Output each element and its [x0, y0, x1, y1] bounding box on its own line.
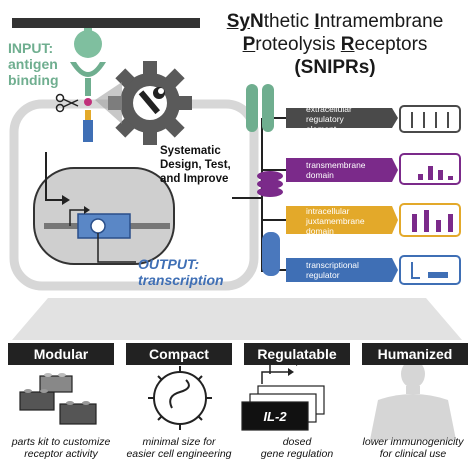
ribbon-transmembrane: [286, 158, 398, 182]
feature-humanized-caption-2: for clinical use: [379, 448, 447, 460]
input-label: INPUT: antigen binding: [8, 40, 59, 88]
feature-compact-caption-1: minimal size for: [142, 436, 216, 448]
mini-plot-transmembrane: [399, 153, 461, 185]
title-line1-part-4: ntramembrane: [319, 11, 444, 32]
feature-compact-caption-2: easier cell engineering: [126, 448, 232, 460]
membrane-top-bar: [12, 18, 200, 28]
design-line-3: and Improve: [160, 173, 229, 185]
feature-regulatable-caption-2: gene regulation: [260, 448, 334, 460]
domain-transmembrane-line-2: domain: [306, 170, 334, 180]
output-label: OUTPUT: transcription: [138, 256, 224, 288]
feature-humanized-label: Humanized: [362, 343, 468, 365]
feature-humanized-caption: lower immunogenicity for clinical use: [354, 436, 472, 460]
feature-compact-label: Compact: [126, 343, 232, 365]
title: SyNthetic Intramembrane Proteolysis Rece…: [200, 10, 470, 79]
title-line2-part-1: roteolysis: [255, 34, 341, 55]
domain-regulator-line-1: transcriptional: [306, 260, 359, 270]
disc-stack-icon: [257, 171, 283, 197]
mini-plot-extracellular: [399, 105, 461, 133]
domain-juxtamembrane-label: intracellular juxtamembrane domain: [306, 206, 365, 236]
lego-bricks-icon: [19, 373, 97, 425]
domain-extracellular-line-1: extracellular: [306, 104, 352, 114]
ribbon-extracellular: [286, 108, 398, 128]
title-line2-part-2: R: [340, 34, 355, 55]
domain-juxtamembrane-line-1: intracellular: [306, 206, 350, 216]
feature-modular-caption-1: parts kit to customize: [11, 436, 111, 448]
feature-modular-label: Modular: [8, 343, 114, 365]
ribbon-juxtamembrane: [286, 206, 398, 234]
compact-circle-icon: [148, 366, 212, 430]
domain-extracellular-label: extracellular regulatory element: [306, 104, 352, 134]
title-line-2: Proteolysis Receptors (SNIPRs): [200, 33, 470, 79]
input-sub-1: antigen: [8, 56, 58, 72]
title-line1-part-2: thetic: [263, 11, 315, 32]
domain-extracellular-line-3: element: [306, 124, 337, 134]
human-silhouette-icon: [370, 360, 456, 440]
scissors-icon: [55, 93, 79, 113]
mini-plot-regulator: [399, 255, 461, 285]
regulator-capsule: [262, 232, 280, 276]
wrench-icon: [138, 87, 165, 115]
title-line2-part-4: (SNIPRs): [294, 57, 376, 78]
title-line1-part-1: N: [249, 11, 264, 32]
domain-regulator-label: transcriptional regulator: [306, 260, 359, 280]
design-line-1: Systematic: [160, 145, 221, 157]
output-sub: transcription: [138, 272, 224, 288]
input-title: INPUT:: [8, 40, 54, 56]
feature-regulatable-label: Regulatable: [244, 343, 350, 365]
design-line-2: Design, Test,: [160, 159, 231, 171]
antigen-ball: [74, 30, 102, 58]
receptor-green-icon: [246, 84, 274, 132]
output-title: OUTPUT:: [138, 256, 200, 272]
domain-juxtamembrane-line-2: juxtamembrane: [306, 216, 365, 226]
domain-ribbons: [286, 108, 398, 282]
domain-regulator-line-2: regulator: [306, 270, 340, 280]
features-banner: [12, 298, 462, 340]
receptor-cup: [70, 62, 106, 77]
domain-extracellular-line-2: regulatory: [306, 114, 344, 124]
ribbon-regulator: [286, 258, 398, 282]
feature-regulatable-caption: dosed gene regulation: [238, 436, 356, 460]
feature-modular-caption: parts kit to customize receptor activity: [2, 436, 120, 460]
il2-label: IL-2: [263, 409, 287, 424]
title-line1-part-0: Sy: [226, 11, 250, 32]
cleavage-site: [84, 98, 92, 106]
feature-humanized-caption-1: lower immunogenicity: [362, 436, 464, 448]
domain-juxtamembrane-line-3: domain: [306, 226, 334, 236]
feature-regulatable-caption-1: dosed: [282, 436, 312, 448]
receptor-ic-domain: [83, 120, 93, 142]
title-line2-part-3: eceptors: [354, 34, 428, 55]
feature-compact-caption: minimal size for easier cell engineering: [120, 436, 238, 460]
input-sub-2: binding: [8, 72, 59, 88]
title-line-1: SyNthetic Intramembrane: [200, 10, 470, 33]
design-text: Systematic Design, Test, and Improve: [160, 144, 231, 186]
domain-transmembrane-line-1: transmembrane: [306, 160, 366, 170]
gene-regulation-icon: [241, 358, 325, 431]
domain-transmembrane-label: transmembrane domain: [306, 160, 366, 180]
title-line2-part-0: P: [242, 34, 256, 55]
gene-box: [77, 213, 131, 239]
mini-plot-juxtamembrane: [399, 203, 461, 237]
translocation-arrow: [45, 152, 62, 201]
title-line1-part-3: I: [314, 11, 320, 32]
feature-modular-caption-2: receptor activity: [24, 448, 98, 460]
